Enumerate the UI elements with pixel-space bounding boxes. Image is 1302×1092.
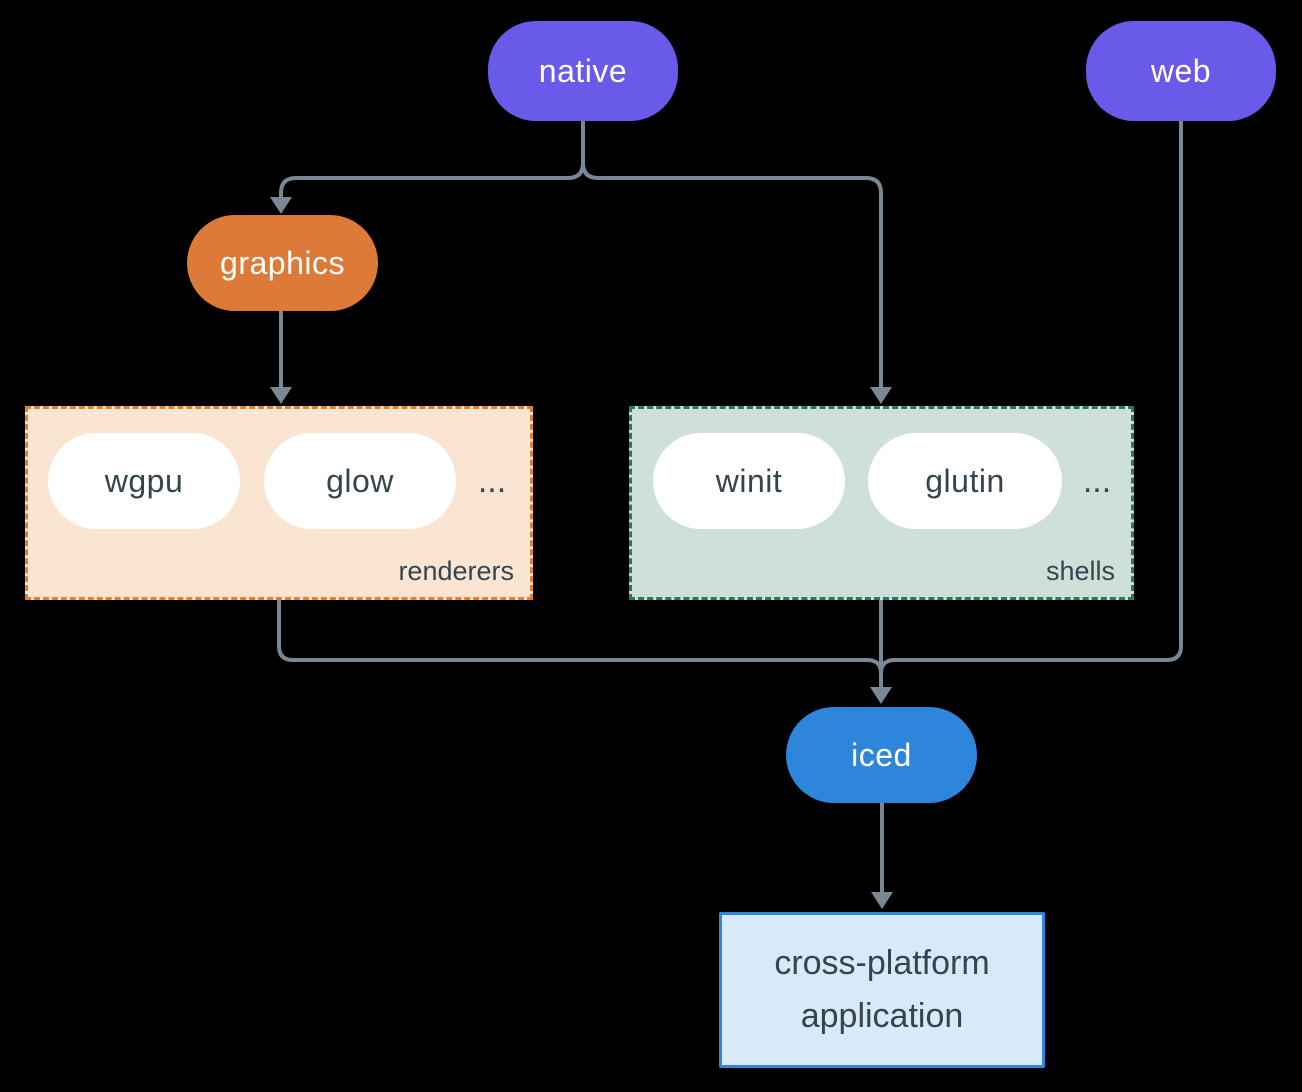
- shells-label: shells: [1045, 556, 1115, 586]
- node-web: web: [1086, 21, 1276, 121]
- arrowhead-renderers: [270, 387, 292, 404]
- group-shells: winit glutin ... shells: [629, 406, 1134, 600]
- arrowhead-application: [871, 892, 893, 909]
- node-winit: winit: [653, 433, 845, 529]
- node-graphics: graphics: [187, 215, 378, 311]
- edge-native-to-shells: [581, 121, 883, 388]
- edge-native-to-graphics: [279, 121, 585, 198]
- group-renderers: wgpu glow ... renderers: [25, 406, 533, 600]
- node-native: native: [488, 21, 678, 121]
- renderers-label: renderers: [398, 556, 514, 586]
- node-glutin: glutin: [868, 433, 1062, 529]
- arrowhead-graphics: [270, 197, 292, 214]
- shells-ellipsis: ...: [1082, 461, 1112, 500]
- node-glow: glow: [264, 433, 456, 529]
- node-cross-platform-application: cross-platform application: [719, 912, 1045, 1068]
- arrowhead-shells: [870, 387, 892, 404]
- arrowhead-iced: [870, 687, 892, 704]
- node-wgpu: wgpu: [48, 433, 240, 529]
- node-iced: iced: [786, 707, 977, 803]
- renderers-ellipsis: ...: [477, 461, 507, 500]
- edge-renderers-to-iced: [277, 600, 883, 674]
